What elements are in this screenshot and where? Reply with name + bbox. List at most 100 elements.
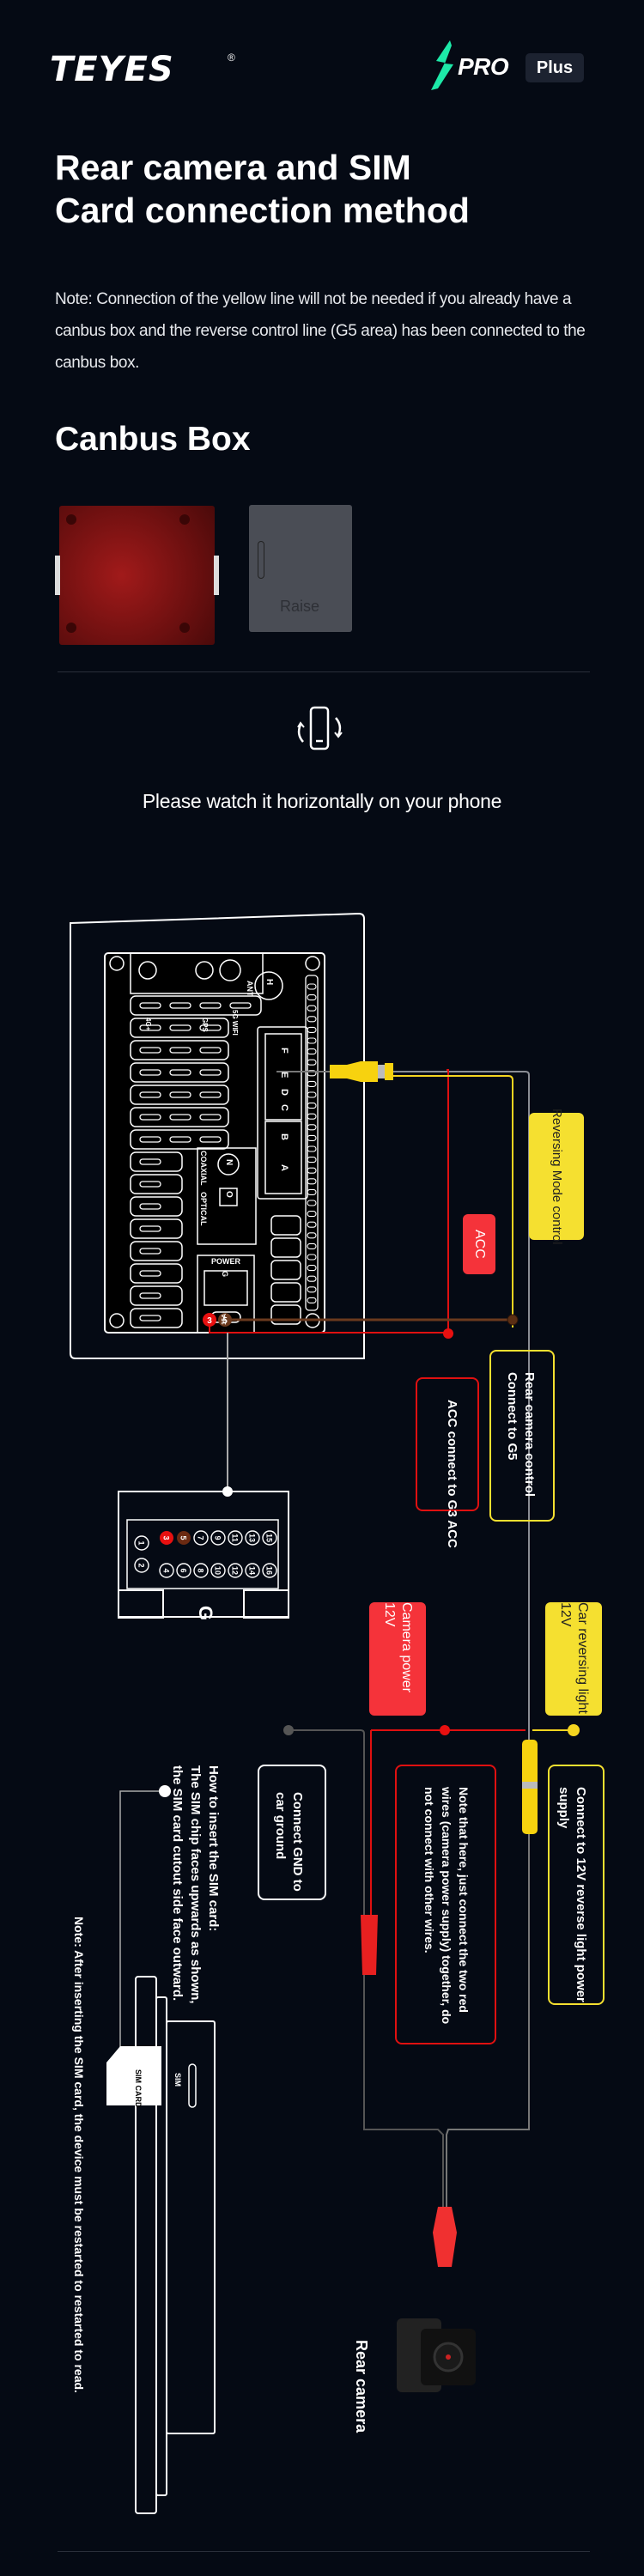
pin-strip	[305, 975, 319, 1311]
camera-cable-molding	[433, 2207, 457, 2267]
reverse-light-supply-callout: Connect to 12V reverse light power suppl…	[548, 1765, 605, 2005]
heatsink-row	[130, 1241, 183, 1261]
g-connector-label: G	[195, 1606, 216, 1621]
connector-letter-d: D	[279, 1089, 289, 1096]
connector-block	[257, 1026, 308, 1200]
heatsink-row	[270, 1260, 301, 1280]
pin-3-dot	[203, 1313, 216, 1327]
sim-tray-inner	[166, 2020, 216, 2434]
reversing-mode-tag: Reversing Mode control	[529, 1109, 584, 1244]
port-5g-wifi	[219, 959, 241, 981]
g-pin-label: 4	[162, 1568, 171, 1572]
pin-strip-pin	[307, 1221, 317, 1228]
canbus-title: Canbus Box	[55, 421, 251, 458]
screw-hole	[109, 956, 125, 971]
g-pin-3	[160, 1531, 173, 1545]
board-hole	[179, 514, 190, 525]
g-pin-label: 7	[197, 1535, 205, 1540]
connector-letter-b: B	[279, 1133, 289, 1140]
page-title-line2: Card connection method	[55, 191, 470, 230]
teyes-logo: TEYES	[50, 50, 174, 89]
section-divider	[58, 671, 590, 672]
g-tab-left	[118, 1589, 164, 1619]
sim-howto-line1: The SIM chip faces upwards as shown,	[188, 1765, 203, 2004]
g-pin-label: 8	[197, 1568, 205, 1572]
power-label: POWER	[211, 1257, 241, 1266]
g-pin-label: 11	[231, 1534, 240, 1542]
reverse-junction	[507, 1314, 519, 1326]
pin-strip-pin	[307, 1286, 317, 1293]
pin-strip-pin	[307, 1254, 317, 1261]
yellow-line-note: Note: Connection of the yellow line will…	[55, 290, 586, 372]
pin-strip-pin	[307, 1200, 317, 1206]
acc-junction	[443, 1328, 453, 1339]
pin-5-label: 5	[222, 1316, 228, 1326]
heatsink-slot	[199, 1091, 222, 1098]
case-label: Raise	[280, 598, 320, 615]
inline-rca-metal	[522, 1782, 538, 1789]
red-wires-note-callout: Note that here, just connect the two red…	[395, 1765, 496, 2044]
heatsink-slot	[139, 1047, 161, 1054]
heatsink-slot	[139, 1181, 161, 1188]
page-title-line1: Rear camera and SIM	[55, 148, 411, 187]
g-pin-7	[193, 1530, 209, 1546]
heatsink-slot	[139, 1292, 161, 1299]
board-hole	[179, 623, 190, 633]
reverse-control-wire	[393, 1075, 513, 1327]
canbus-case-image: Raise	[249, 505, 352, 632]
heatsink-slots	[130, 995, 301, 1328]
heatsink-slot	[199, 1002, 222, 1009]
g-pin-label: 5	[179, 1535, 188, 1540]
heatsink-slot	[169, 1136, 191, 1143]
heatsink-slot	[199, 1069, 222, 1076]
g-pin-label: 13	[248, 1534, 257, 1542]
pin-strip-pin	[307, 1242, 317, 1249]
g-tab-right	[243, 1589, 289, 1619]
g-pin-label: 1	[137, 1540, 146, 1545]
heatsink-slot	[139, 1315, 161, 1321]
g-pin-16	[262, 1563, 277, 1578]
heatsink-slot	[169, 1091, 191, 1098]
heatsink-row	[130, 1285, 183, 1306]
video-to-camera	[446, 1834, 530, 2250]
pin-3-label: 3	[207, 1316, 212, 1326]
camera-power-junction	[440, 1725, 450, 1735]
head-unit-frame	[70, 912, 365, 1359]
g-pin-label: 6	[179, 1568, 188, 1572]
optical-port	[219, 1188, 238, 1206]
heatsink-slot	[169, 1047, 191, 1054]
port-gps	[195, 961, 214, 980]
heatsink-slot	[229, 1002, 252, 1009]
connector-letter-e: E	[279, 1072, 289, 1078]
board-hole	[66, 514, 76, 525]
optical-label: OPTICAL	[199, 1192, 208, 1226]
heatsink-row	[130, 995, 262, 1016]
heatsink-row	[270, 1237, 301, 1258]
case-port	[258, 541, 264, 579]
sim-pointer-line	[119, 1790, 165, 2056]
rca-plug-2	[385, 1063, 393, 1080]
heatsink-row	[130, 1062, 229, 1083]
sim-howto: How to insert the SIM card: The SIM chip…	[168, 1765, 222, 2004]
pin-strip-pin	[307, 983, 317, 990]
g-pin-13	[245, 1530, 260, 1546]
acc-wire	[447, 1069, 449, 1329]
g-pin-9	[210, 1530, 226, 1546]
camera-power-tag: Camera power 12V	[369, 1602, 426, 1716]
connector-letter-f: F	[279, 1048, 289, 1054]
heatsink-slot	[169, 1069, 191, 1076]
heatsink-slot	[199, 1024, 222, 1031]
acc-connect-callout: ACC connect to G3 ACC	[416, 1377, 479, 1548]
heatsink-row	[130, 1174, 183, 1194]
g-pin-label: 16	[265, 1566, 274, 1575]
sim-card	[106, 2046, 161, 2105]
g-pin-5	[177, 1531, 191, 1545]
port-gps-label: GPS	[201, 1018, 209, 1032]
rca-metal	[378, 1065, 385, 1078]
sim-restart-note: Note: After inserting the SIM card, the …	[72, 1917, 86, 2393]
heatsink-slot	[139, 1248, 161, 1255]
pin-strip-pin	[307, 1265, 317, 1272]
heatsink-slot	[169, 1024, 191, 1031]
rear-camera-control-callout: Rear camera control Connect to G5	[489, 1350, 555, 1522]
